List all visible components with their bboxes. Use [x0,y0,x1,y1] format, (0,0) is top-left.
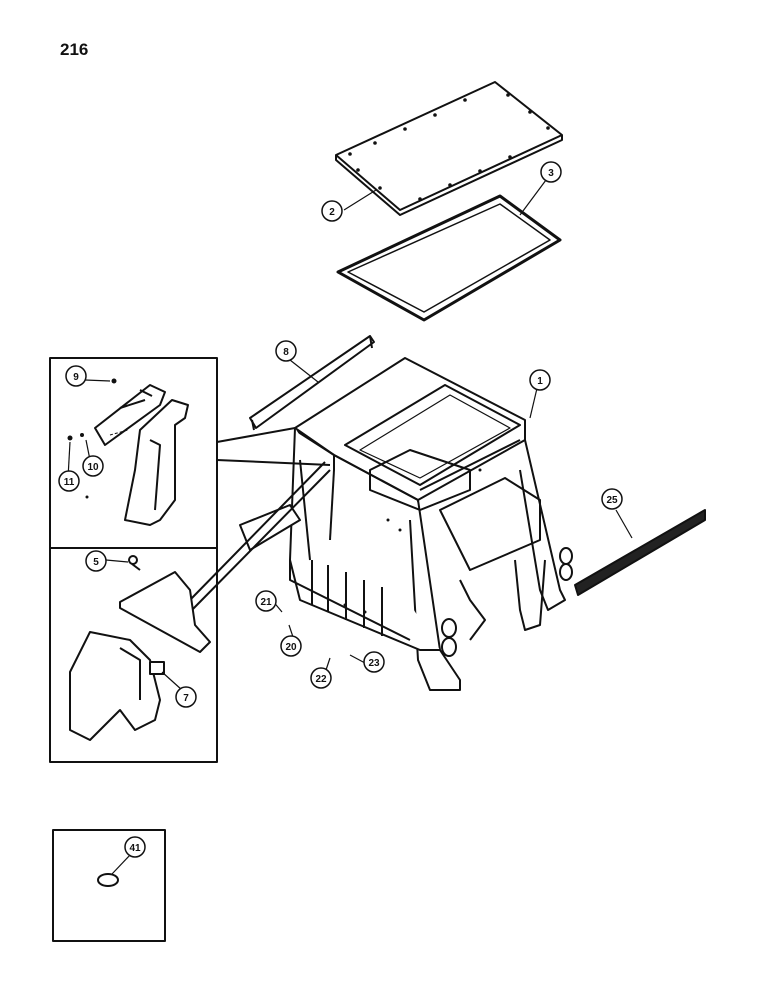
callout-5: 5 [85,550,107,572]
callout-7: 7 [175,686,197,708]
callout-label: 22 [315,674,327,685]
callout-label: 41 [129,843,141,854]
callout-label: 8 [283,347,289,358]
callout-label: 9 [73,372,79,383]
callout-2: 2 [321,200,343,222]
callout-label: 7 [183,693,189,704]
callout-label: 2 [329,207,335,218]
callout-label: 20 [285,642,297,653]
upper-detail-bracket [94,384,189,526]
cab-frame [239,357,573,691]
callout-label: 21 [260,597,272,608]
callout-3: 3 [540,161,562,183]
plug [97,873,119,887]
inset-box [52,829,166,942]
callout-label: 23 [368,658,380,669]
callout-label: 1 [537,376,543,387]
callout-25: 25 [601,488,623,510]
lower-detail-parts [69,555,211,741]
callout-20: 20 [280,635,302,657]
detail-box [49,357,218,763]
callout-label: 10 [87,462,99,473]
page-number: 216 [60,40,89,59]
callout-8: 8 [275,340,297,362]
callout-label: 5 [93,557,99,568]
callout-label: 25 [606,495,618,506]
callout-label: 11 [64,477,75,488]
gutter-strip [249,335,375,431]
callout-41: 41 [124,836,146,858]
callout-23: 23 [363,651,385,673]
callout-22: 22 [310,667,332,689]
callout-1: 1 [529,369,551,391]
callout-21: 21 [255,590,277,612]
step-strip [574,509,706,596]
callout-11: 11 [58,470,80,492]
callout-9: 9 [65,365,87,387]
callout-label: 3 [548,168,554,179]
roof-panel [335,81,563,216]
roof-seal [336,194,562,322]
callout-10: 10 [82,455,104,477]
